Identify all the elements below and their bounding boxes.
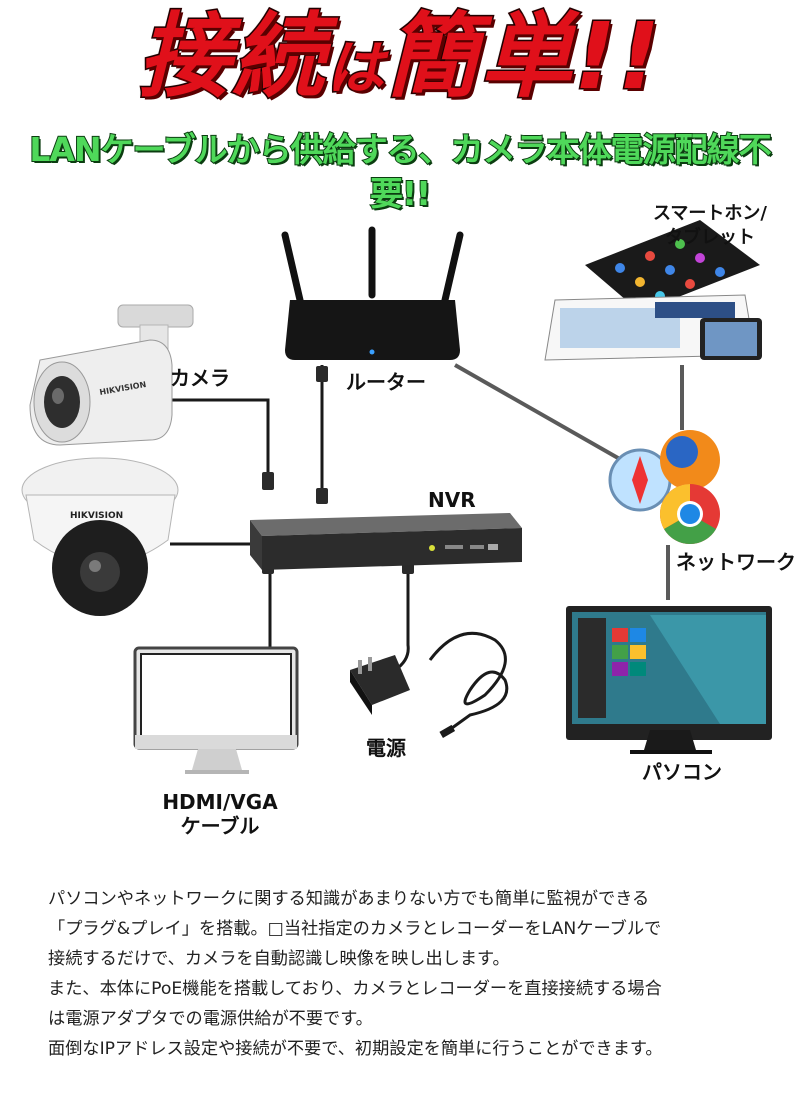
- label-nvr: NVR: [428, 488, 476, 512]
- label-smartphone: スマートホン/ タブレット: [650, 202, 770, 250]
- dome-camera-icon: HIKVISION: [21, 457, 179, 616]
- pc-monitor-icon: [566, 606, 772, 754]
- label-router: ルーター: [346, 370, 426, 394]
- bullet-camera-icon: HIKVISION: [29, 304, 194, 446]
- description-line: 「プラグ&プレイ」を搭載。□当社指定のカメラとレコーダーをLANケーブルで: [48, 919, 662, 939]
- network-lines: [454, 363, 684, 600]
- smartphone-tablet-icon: [544, 220, 762, 361]
- label-smartphone-line1: スマートホン/: [652, 203, 768, 224]
- headline-particle: は: [325, 33, 387, 104]
- label-power: 電源: [366, 736, 406, 760]
- connection-diagram: HIKVISION HIKVISION: [0, 190, 800, 850]
- label-pc: パソコン: [642, 760, 722, 784]
- description: パソコンやネットワークに関する知識があまりない方でも簡単に監視ができる 「プラグ…: [48, 884, 768, 1064]
- description-line: は電源アダプタでの電源供給が不要です。: [48, 1009, 373, 1029]
- subheadline: LANケーブルから供給する、カメラ本体電源配線不要!!: [28, 129, 772, 214]
- description-line: また、本体にPoE機能を搭載しており、カメラとレコーダーを直接接続する場合: [48, 979, 662, 999]
- monitor-icon: [133, 646, 299, 774]
- brand-dome: HIKVISION: [70, 511, 123, 521]
- diagram-graphics: HIKVISION HIKVISION: [21, 220, 772, 774]
- label-hdmi-vga: HDMI/VGA ケーブル: [160, 790, 280, 838]
- description-line: 面倒なIPアドレス設定や接続が不要で、初期設定を簡単に行うことができます。: [48, 1039, 663, 1059]
- label-camera: カメラ: [170, 366, 230, 390]
- power-adapter-icon: [350, 655, 456, 738]
- router-icon: [281, 226, 464, 360]
- headline-part2: 簡単!!: [385, 2, 662, 112]
- description-line: 接続するだけで、カメラを自動認識し映像を映し出します。: [48, 949, 510, 969]
- label-hdmi-line2: ケーブル: [180, 814, 260, 838]
- description-line: パソコンやネットワークに関する知識があまりない方でも簡単に監視ができる: [48, 889, 650, 909]
- label-hdmi-line1: HDMI/VGA: [162, 790, 278, 814]
- browser-icons: [608, 430, 720, 545]
- label-network: ネットワーク: [676, 550, 796, 574]
- label-smartphone-line2: タブレット: [665, 227, 755, 248]
- headline-text: 接続は簡単!!: [0, 2, 800, 123]
- nvr-icon: [250, 513, 522, 570]
- headline: 接続は簡単!!: [0, 0, 800, 120]
- headline-part1: 接続: [137, 2, 327, 112]
